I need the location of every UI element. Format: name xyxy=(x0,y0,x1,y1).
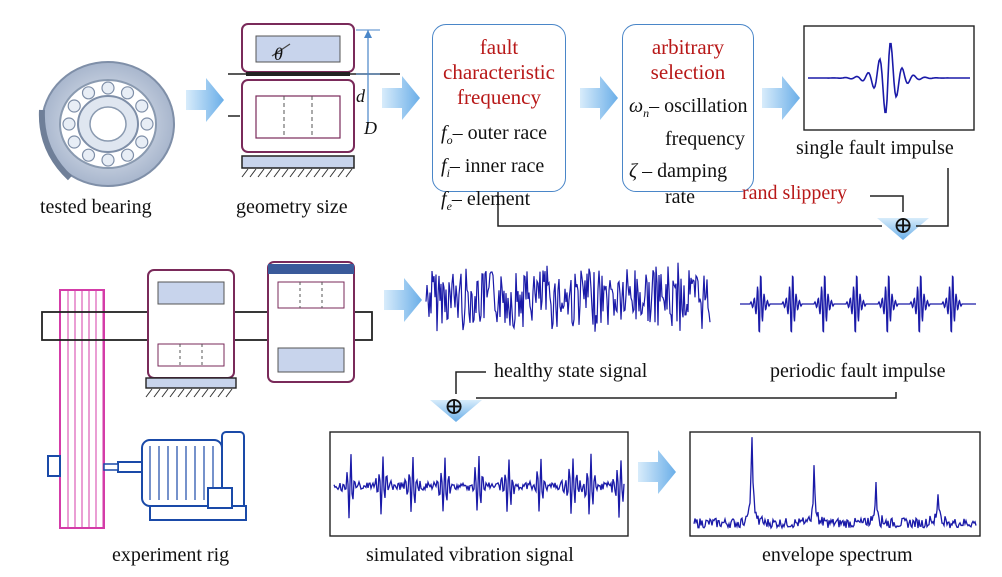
flow-arrow-down xyxy=(430,400,482,422)
envelope-spectrum-trace xyxy=(693,437,977,530)
flow-arrow xyxy=(580,76,618,120)
flow-arrow xyxy=(762,76,800,120)
ground-hatch xyxy=(273,168,281,178)
fault-box-title-line-1: fault xyxy=(479,35,519,59)
roller xyxy=(120,86,135,100)
ground-hatch xyxy=(321,168,329,178)
ground-hatch xyxy=(201,388,209,398)
healthy-state-signal-label: healthy state signal xyxy=(494,360,648,382)
experiment-rig-drawing xyxy=(41,261,373,529)
ground-hatch xyxy=(193,388,201,398)
ground-hatch xyxy=(249,168,257,178)
roller xyxy=(101,153,115,167)
fault-item-outer-race: fo– outer race xyxy=(441,122,547,147)
single-fault-impulse-label: single fault impulse xyxy=(796,137,954,159)
ground-hatch xyxy=(257,168,265,178)
arb-item-oscillation: ωn– oscillation xyxy=(629,95,748,120)
roller xyxy=(81,86,96,100)
roller xyxy=(62,117,76,131)
fault-characteristic-frequency-box: fault characteristic frequency fo– outer… xyxy=(432,24,566,213)
roller xyxy=(135,99,149,113)
arb-item-damping: ζ – damping xyxy=(629,160,728,182)
flow-arrow xyxy=(382,76,420,120)
fault-box-title-line-2: characteristic xyxy=(443,60,555,84)
fault-item-inner-race: fi– inner race xyxy=(441,155,545,180)
roller xyxy=(120,148,135,162)
ground-hatch xyxy=(297,168,305,178)
arb-box-title-line-1: arbitrary xyxy=(651,35,725,59)
flow-arrows xyxy=(186,76,929,494)
roller xyxy=(135,135,149,149)
sum-operator-bottom: ⊕ xyxy=(444,394,465,420)
ground-hatch xyxy=(209,388,217,398)
experiment-rig-label: experiment rig xyxy=(112,544,230,566)
geometry-size-drawing xyxy=(228,23,400,178)
ground-hatch xyxy=(313,168,321,178)
arb-item-damping-cont: rate xyxy=(665,186,695,208)
fault-item-element: fe– element xyxy=(441,188,531,213)
theta-symbol: θ xyxy=(274,44,283,64)
tested-bearing-label: tested bearing xyxy=(40,196,152,218)
ground-hatch xyxy=(225,388,233,398)
ground-hatch xyxy=(265,168,273,178)
tested-bearing-image xyxy=(38,61,175,187)
fault-box-title-line-3: frequency xyxy=(457,85,541,109)
sum-operator-top: ⊕ xyxy=(893,213,914,239)
ground-hatch xyxy=(217,388,225,398)
healthy-state-signal-trace xyxy=(425,262,711,332)
ground-hatch xyxy=(345,168,353,178)
rand-slippery-label: rand slippery xyxy=(742,182,847,204)
arb-item-oscillation-cont: frequency xyxy=(665,128,745,150)
ground-hatch xyxy=(169,388,177,398)
ground-hatch xyxy=(145,388,153,398)
roller xyxy=(101,81,115,95)
periodic-fault-impulse-label: periodic fault impulse xyxy=(770,360,946,382)
roller xyxy=(81,148,96,162)
ground-hatch xyxy=(241,168,249,178)
envelope-spectrum-label: envelope spectrum xyxy=(762,544,913,566)
roller xyxy=(67,99,81,113)
single-fault-impulse-trace xyxy=(808,42,970,114)
ground-hatch xyxy=(329,168,337,178)
simulated-vibration-trace xyxy=(333,453,625,519)
ground-hatch xyxy=(281,168,289,178)
flow-arrow-down xyxy=(877,218,929,240)
simulated-vibration-signal-label: simulated vibration signal xyxy=(366,544,574,566)
roller xyxy=(67,135,81,149)
arb-box-title-line-2: selection xyxy=(650,60,726,84)
ground-hatch xyxy=(305,168,313,178)
connector-lines xyxy=(455,168,949,399)
arbitrary-selection-box: arbitrary selection ωn– oscillation freq… xyxy=(622,24,754,208)
ground-hatch xyxy=(161,388,169,398)
D-symbol: D xyxy=(364,118,377,138)
ground-hatch xyxy=(153,388,161,398)
ground-hatch xyxy=(289,168,297,178)
flow-arrow xyxy=(384,278,422,322)
geometry-size-label: geometry size xyxy=(236,196,348,218)
periodic-fault-impulse-trace xyxy=(740,275,976,333)
d-symbol: d xyxy=(356,86,365,106)
flow-arrow xyxy=(638,450,676,494)
flow-arrow xyxy=(186,78,224,122)
envelope-spectrum-plot xyxy=(689,431,981,537)
ground-hatch xyxy=(177,388,185,398)
roller xyxy=(140,117,154,131)
ground-hatch xyxy=(337,168,345,178)
ground-hatch xyxy=(185,388,193,398)
